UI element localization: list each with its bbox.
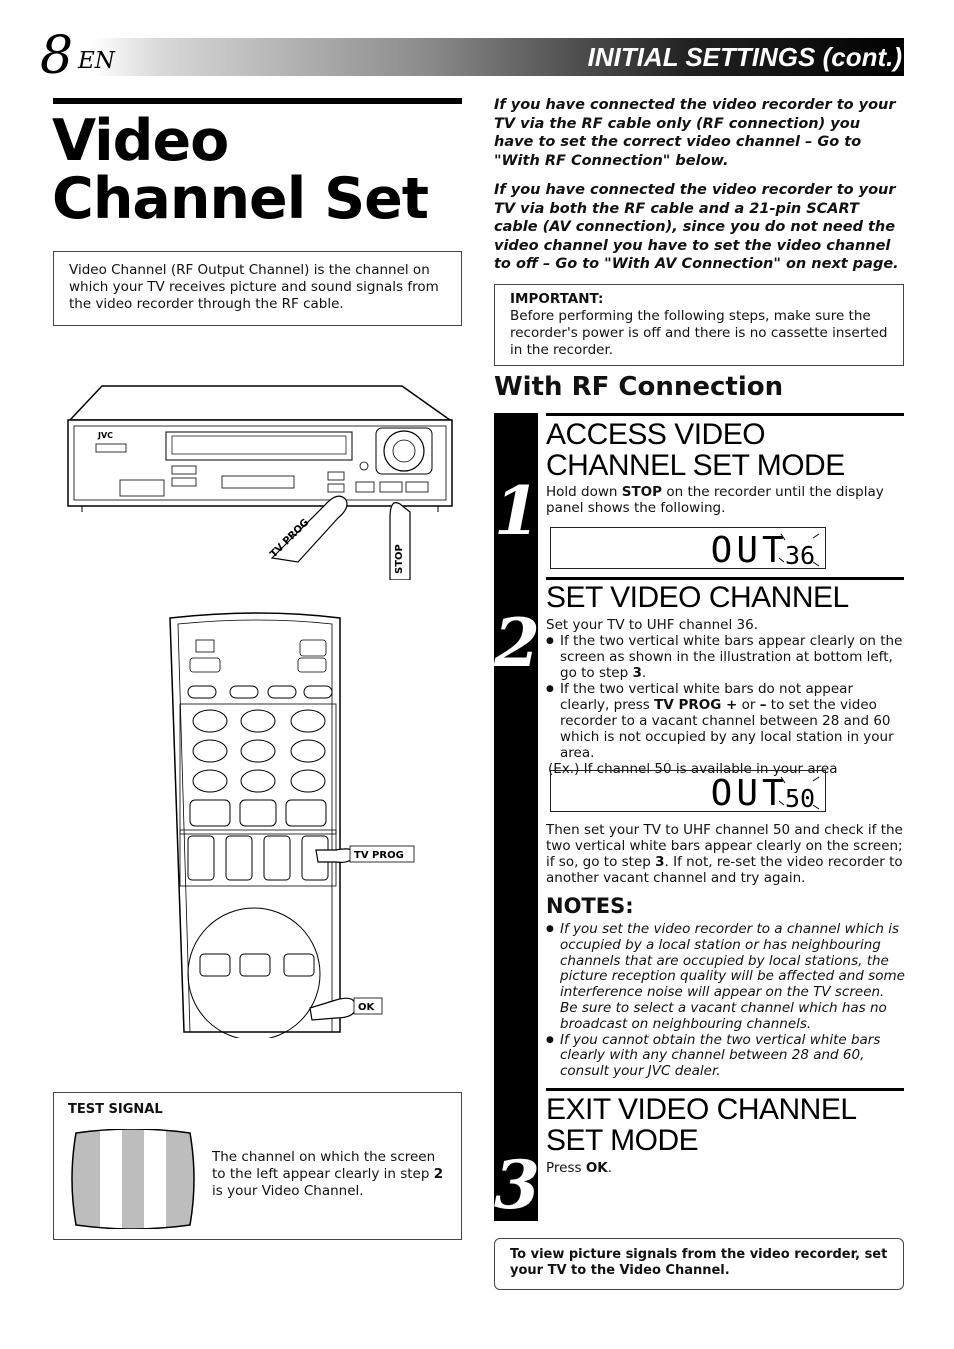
step-2-bullet-2-bold1: TV PROG + — [654, 697, 738, 713]
test-signal-text: The channel on which the screen to the l… — [212, 1149, 450, 1200]
important-box: IMPORTANT: Before performing the followi… — [494, 284, 904, 366]
step-1-body-pre: Hold down — [546, 484, 622, 500]
lcd-50-main: _OUT — [685, 773, 788, 810]
intro-box: Video Channel (RF Output Channel) is the… — [53, 251, 462, 326]
important-text: Before performing the following steps, m… — [510, 308, 888, 358]
step-1-rule — [546, 413, 904, 416]
step-2-bullet-1-pre: If the two vertical white bars appear cl… — [560, 633, 903, 681]
step-2-bullet-2-mid: or — [737, 697, 760, 713]
step-1-title: ACCESS VIDEO CHANNEL SET MODE — [546, 418, 845, 482]
page-title-line1: Video — [52, 108, 229, 174]
title-rule — [53, 98, 462, 104]
step-3-number: 3 — [494, 1146, 540, 1224]
remote-tv-prog-label: TV PROG — [354, 850, 404, 861]
step-2-body: Set your TV to UHF channel 36. If the tw… — [546, 617, 904, 777]
page-number: 8 — [40, 26, 74, 86]
notes-list: If you set the video recorder to a chann… — [546, 921, 906, 1080]
notes-heading: NOTES: — [546, 894, 634, 918]
step-2-bullet-2-pre: If the two vertical white bars do not ap… — [560, 681, 853, 713]
lcd-50-small: 50 — [785, 784, 815, 810]
lcd-display-50-graphic: _OUT 50 — [685, 773, 820, 814]
step-1-body: Hold down STOP on the recorder until the… — [546, 484, 904, 516]
step-1-body-post: on the recorder until the display panel … — [546, 484, 884, 516]
remote-illustration: TV PROG OK — [169, 612, 415, 1038]
test-signal-text-bold: 2 — [433, 1166, 444, 1182]
test-signal-screen — [71, 1129, 195, 1229]
step-3-body-pre: Press — [546, 1160, 586, 1176]
rf-connection-heading: With RF Connection — [494, 372, 784, 402]
step-bar — [494, 413, 538, 1221]
step-2-after: Then set your TV to UHF channel 50 and c… — [546, 822, 904, 886]
step-3-body-post: . — [607, 1160, 613, 1176]
note-2: If you cannot obtain the two vertical wh… — [546, 1032, 906, 1080]
step-2-after-bold: 3 — [655, 854, 665, 870]
lcd-36-small: 36 — [785, 541, 815, 567]
step-2-bullet-1-post: . — [641, 665, 647, 681]
step-1-body-bold: STOP — [621, 484, 663, 500]
vcr-brand-label: JVC — [97, 431, 113, 440]
step-3-title: EXIT VIDEO CHANNEL SET MODE — [546, 1093, 856, 1157]
page-language: EN — [78, 48, 115, 74]
step-2-rule — [546, 577, 904, 580]
remote-ok-label: OK — [358, 1002, 376, 1013]
rf-only-paragraph: If you have connected the video recorder… — [494, 97, 896, 169]
important-label: IMPORTANT: — [510, 291, 604, 307]
step-2-bullet-2: If the two vertical white bars do not ap… — [546, 681, 904, 761]
step-2-after-post: . If not, re-set the video recorder to a… — [546, 854, 903, 886]
step-2-bullet-2-post: to set the video recorder to a vacant ch… — [560, 697, 894, 761]
vcr-illustration: JVC TV PROG STOP — [67, 385, 453, 580]
vcr-stop-label: STOP — [394, 544, 405, 574]
step-3-body-bold: OK — [585, 1160, 608, 1176]
page-title: Video Channel Set — [52, 108, 429, 232]
bottom-note: To view picture signals from the video r… — [494, 1238, 904, 1290]
step-2-bullet-1-bold: 3 — [632, 665, 642, 681]
test-signal-label: TEST SIGNAL — [68, 1102, 163, 1117]
step-2-intro: Set your TV to UHF channel 36. — [546, 617, 758, 633]
page-title-line2: Channel Set — [52, 166, 429, 232]
step-2-bullet-2-bold2: – — [759, 697, 767, 713]
step-2-bullet-1: If the two vertical white bars appear cl… — [546, 633, 904, 681]
header-band — [40, 38, 904, 76]
section-title: INITIAL SETTINGS (cont.) — [587, 42, 902, 72]
test-signal-text-pre: The channel on which the screen to the l… — [212, 1149, 436, 1182]
step-1-number: 1 — [494, 472, 540, 550]
step-2-example: (Ex.) If channel 50 is available in your… — [548, 761, 838, 777]
step-2-title: SET VIDEO CHANNEL — [546, 581, 849, 614]
lcd-display-36: _OUT 36 — [550, 527, 826, 571]
step-2-after-pre: Then set your TV to UHF channel 50 and c… — [546, 822, 903, 870]
note-1: If you set the video recorder to a chann… — [546, 921, 906, 1033]
step-3-body: Press OK. — [546, 1160, 904, 1176]
lcd-display-50: _OUT 50 — [550, 770, 826, 814]
av-connection-paragraph: If you have connected the video recorder… — [494, 182, 899, 272]
lcd-display-36-graphic: _OUT 36 — [685, 530, 820, 571]
test-signal-box: TEST SIGNAL The channel on which the scr… — [53, 1092, 462, 1240]
lcd-36-main: _OUT — [685, 530, 788, 567]
step-3-rule — [546, 1088, 904, 1091]
test-signal-text-post: is your Video Channel. — [212, 1183, 364, 1199]
step-2-number: 2 — [494, 604, 540, 682]
